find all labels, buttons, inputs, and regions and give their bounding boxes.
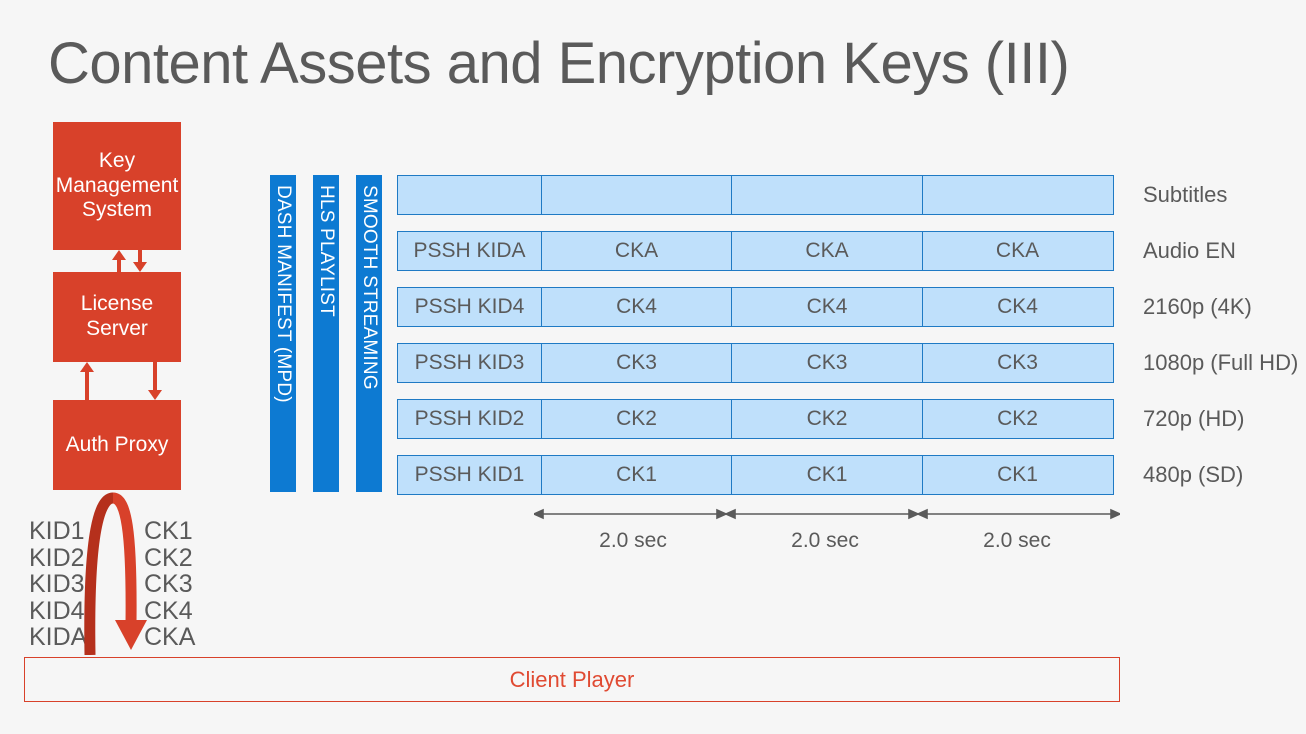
segment-duration-ruler: 2.0 sec 2.0 sec 2.0 sec <box>534 505 1120 552</box>
dash-manifest-bar: DASH MANIFEST (MPD) <box>270 175 296 492</box>
dash-manifest-label: DASH MANIFEST (MPD) <box>273 185 294 403</box>
segment-cell: CK2 <box>540 399 733 439</box>
pssh-cell: PSSH KID2 <box>397 399 542 439</box>
arrow-shaft <box>85 370 89 400</box>
table-row: PSSH KID2 CK2 CK2 CK2 <box>397 399 1118 439</box>
ck-list: CK1 CK2 CK3 CK4 CKA <box>144 517 196 652</box>
arrow-shaft <box>153 362 157 392</box>
segment-cell: CKA <box>540 231 733 271</box>
key-management-system-box: Key Management System <box>53 122 181 250</box>
page-title: Content Assets and Encryption Keys (III) <box>48 31 1070 96</box>
segment-cell <box>921 175 1114 215</box>
license-down-arrow <box>148 362 162 400</box>
segment-duration-label: 2.0 sec <box>599 529 667 552</box>
key-mapping-curved-arrow-icon <box>84 492 147 655</box>
track-label-subtitles: Subtitles <box>1143 182 1228 207</box>
track-label-720p: 720p (HD) <box>1143 406 1245 431</box>
track-label-480p: 480p (SD) <box>1143 462 1244 487</box>
pssh-cell: PSSH KID4 <box>397 287 542 327</box>
pssh-cell <box>397 175 542 215</box>
auth-proxy-box: Auth Proxy <box>53 400 181 490</box>
segment-cell: CK2 <box>921 399 1114 439</box>
segment-cell: CK1 <box>921 455 1114 495</box>
table-row <box>397 175 1118 215</box>
arrow-head-up-icon <box>80 362 94 372</box>
segment-cell: CK3 <box>731 343 923 383</box>
track-label-audio-en: Audio EN <box>1143 238 1236 263</box>
arrow-shaft <box>117 258 121 272</box>
segment-cell: CK1 <box>540 455 733 495</box>
duration-arrows-icon <box>534 508 1120 520</box>
license-up-arrow <box>80 362 94 400</box>
segment-cell <box>540 175 733 215</box>
client-player-bar: Client Player <box>24 657 1120 702</box>
segment-cell <box>731 175 923 215</box>
arrow-head-up-icon <box>112 250 126 260</box>
segment-cell: CK4 <box>731 287 923 327</box>
kid-list: KID1 KID2 KID3 KID4 KIDA <box>29 517 88 652</box>
pssh-cell: PSSH KID1 <box>397 455 542 495</box>
smooth-streaming-bar: SMOOTH STREAMING <box>356 175 382 492</box>
table-row: PSSH KID3 CK3 CK3 CK3 <box>397 343 1118 383</box>
segment-cell: CKA <box>921 231 1114 271</box>
segment-cell: CK4 <box>921 287 1114 327</box>
arrow-head-down-icon <box>148 390 162 400</box>
table-row: PSSH KIDA CKA CKA CKA <box>397 231 1118 271</box>
segment-duration-label: 2.0 sec <box>983 529 1051 552</box>
segment-cell: CK4 <box>540 287 733 327</box>
pssh-cell: PSSH KID3 <box>397 343 542 383</box>
arrow-head-down-icon <box>133 262 147 272</box>
kms-up-arrow <box>112 250 126 272</box>
table-row: PSSH KID1 CK1 CK1 CK1 <box>397 455 1118 495</box>
segment-cell: CKA <box>731 231 923 271</box>
hls-playlist-label: HLS PLAYLIST <box>316 185 337 317</box>
smooth-streaming-label: SMOOTH STREAMING <box>359 185 380 390</box>
segment-duration-label: 2.0 sec <box>791 529 859 552</box>
segment-grid: PSSH KIDA CKA CKA CKA PSSH KID4 CK4 CK4 … <box>397 175 1118 495</box>
track-label-1080p: 1080p (Full HD) <box>1143 350 1299 375</box>
segment-cell: CK2 <box>731 399 923 439</box>
pssh-cell: PSSH KIDA <box>397 231 542 271</box>
track-label-2160p: 2160p (4K) <box>1143 294 1252 319</box>
arrow-shaft <box>138 250 142 264</box>
segment-cell: CK3 <box>540 343 733 383</box>
track-label-column: Subtitles Audio EN 2160p (4K) 1080p (Ful… <box>1143 175 1306 495</box>
table-row: PSSH KID4 CK4 CK4 CK4 <box>397 287 1118 327</box>
segment-cell: CK1 <box>731 455 923 495</box>
segment-cell: CK3 <box>921 343 1114 383</box>
license-server-box: License Server <box>53 272 181 362</box>
kms-down-arrow <box>133 250 147 272</box>
hls-playlist-bar: HLS PLAYLIST <box>313 175 339 492</box>
